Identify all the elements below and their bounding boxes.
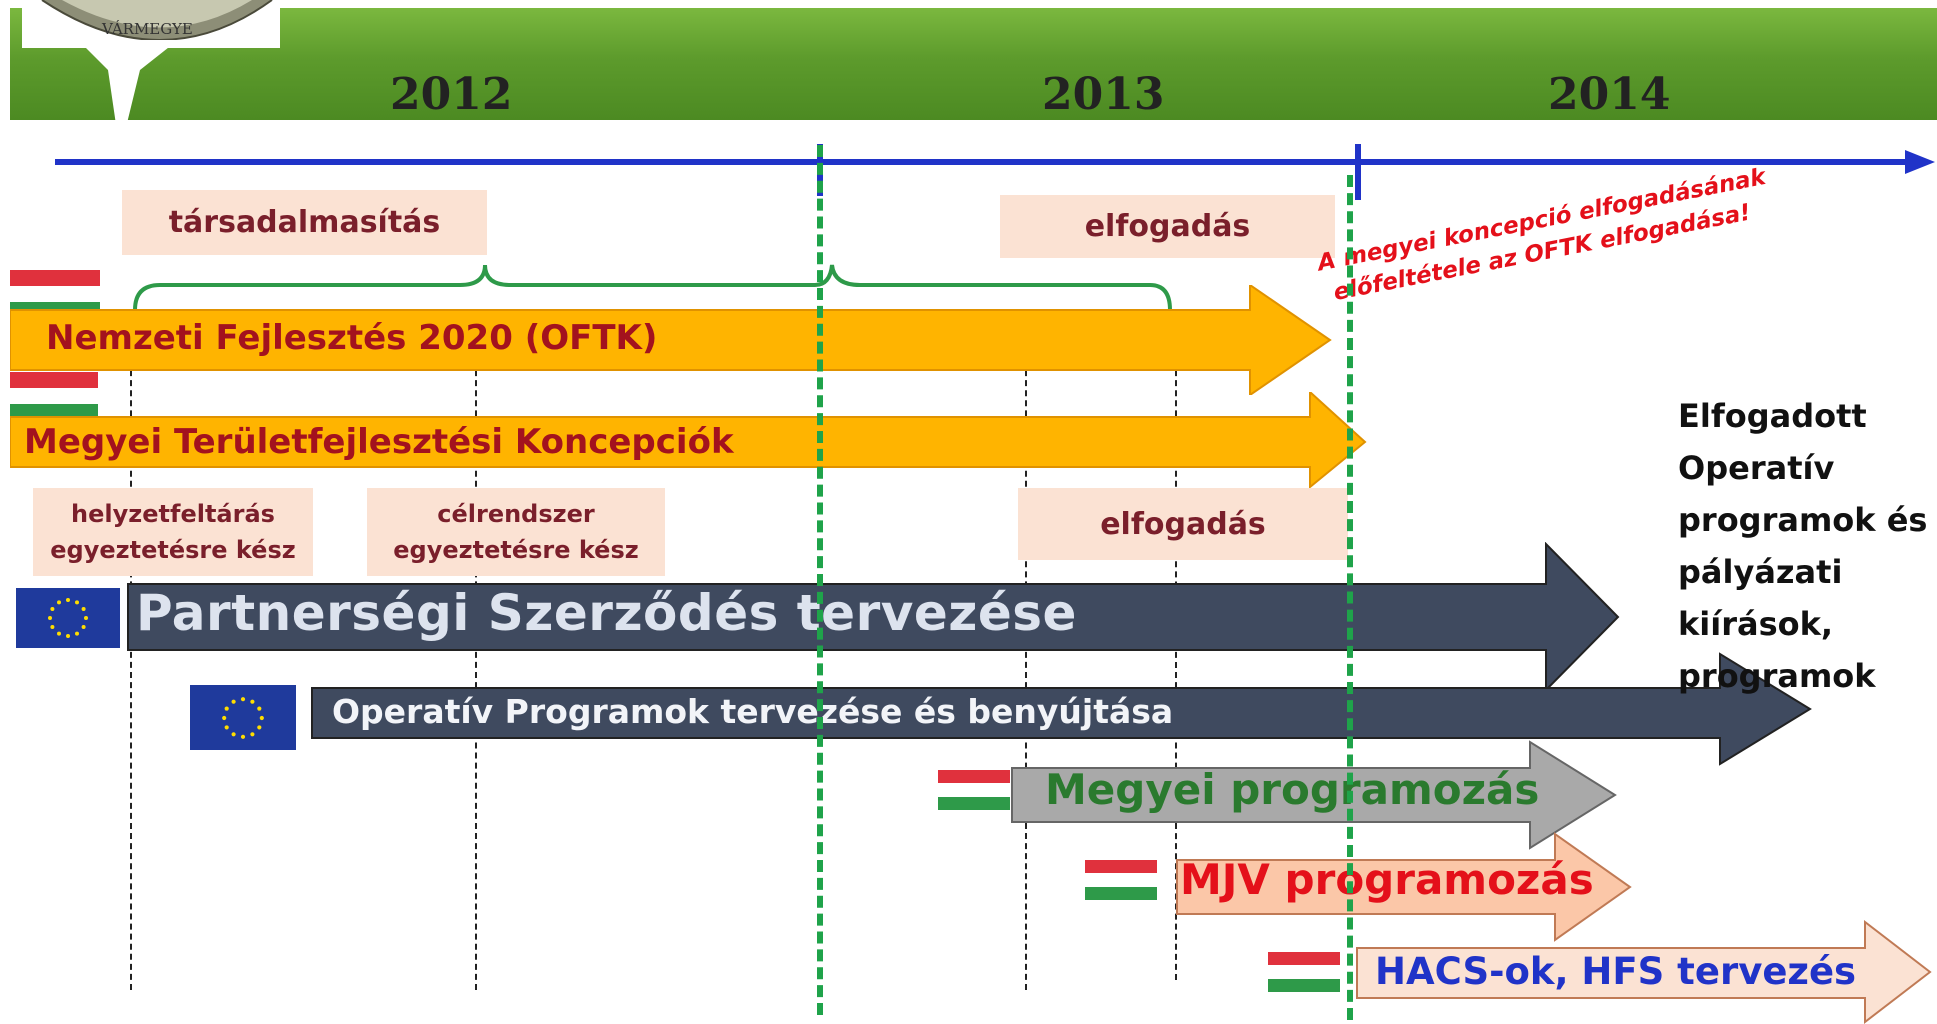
label-elfogadas-top: elfogadás	[1000, 195, 1335, 258]
label-elfogadas-mid: elfogadás	[1018, 488, 1348, 560]
arrow-koncepciok-label: Megyei Területfejlesztési Koncepciók	[24, 422, 734, 462]
hungarian-flag-icon	[1268, 952, 1340, 992]
result-line-6: programok	[1678, 657, 1876, 695]
guide-line-1	[130, 360, 132, 990]
helyzet-line-1: helyzetfeltárás	[71, 500, 275, 528]
arrow-mjv-label: MJV programozás	[1180, 855, 1594, 904]
county-seal-logo: VÁRMEGYE	[22, 0, 280, 48]
arrow-partnerseg	[127, 542, 1620, 692]
label-tarsadalmasitas: társadalmasítás	[122, 190, 487, 255]
milestone-line-2013	[817, 145, 823, 1015]
helyzet-line-2: egyeztetésre kész	[50, 536, 296, 564]
eu-flag-icon	[190, 685, 296, 750]
eu-flag-icon	[16, 588, 120, 648]
result-line-5: kiírások,	[1678, 605, 1834, 643]
result-line-1: Elfogadott	[1678, 397, 1867, 435]
curly-brace	[133, 264, 1172, 311]
result-line-4: pályázati	[1678, 553, 1843, 591]
year-2014-label: 2014	[1548, 69, 1671, 120]
arrow-megyei-label: Megyei programozás	[1045, 765, 1540, 814]
arrow-megyei	[1011, 740, 1617, 850]
arrow-partnerseg-label: Partnerségi Szerződés tervezése	[136, 584, 1077, 642]
guide-line-4	[1175, 360, 1177, 980]
label-celrendszer: célrendszer egyeztetésre kész	[367, 488, 665, 576]
result-line-3: programok és	[1678, 501, 1928, 539]
arrow-operativ-label: Operatív Programok tervezése és benyújtá…	[332, 692, 1174, 731]
map-pin-icon	[78, 40, 178, 152]
hungarian-flag-icon	[938, 770, 1010, 810]
arrow-oftk	[10, 285, 1332, 395]
result-line-2: Operatív	[1678, 449, 1835, 487]
celrendszer-line-2: egyeztetésre kész	[393, 536, 639, 564]
celrendszer-line-1: célrendszer	[437, 500, 595, 528]
milestone-line-2014	[1347, 175, 1353, 1020]
hungarian-flag-icon	[1085, 860, 1157, 900]
guide-line-3	[1025, 360, 1027, 990]
arrow-koncepciok	[10, 392, 1367, 490]
year-2013-label: 2013	[1042, 69, 1165, 120]
logo-text: VÁRMEGYE	[101, 20, 193, 38]
arrow-operativ	[311, 652, 1812, 766]
arrow-hacs	[1356, 920, 1932, 1024]
label-helyzetfeltaras: helyzetfeltárás egyeztetésre kész	[33, 488, 313, 576]
arrow-mjv	[1176, 832, 1632, 942]
guide-line-2	[475, 360, 477, 990]
arrow-hacs-label: HACS-ok, HFS tervezés	[1375, 950, 1857, 993]
arrow-oftk-label: Nemzeti Fejlesztés 2020 (OFTK)	[46, 318, 658, 358]
year-2012-label: 2012	[390, 69, 513, 120]
result-list: Elfogadott Operatív programok és pályáza…	[1678, 390, 1933, 702]
hungarian-flag-icon	[10, 372, 98, 420]
timeline-header-bar	[10, 8, 1937, 120]
